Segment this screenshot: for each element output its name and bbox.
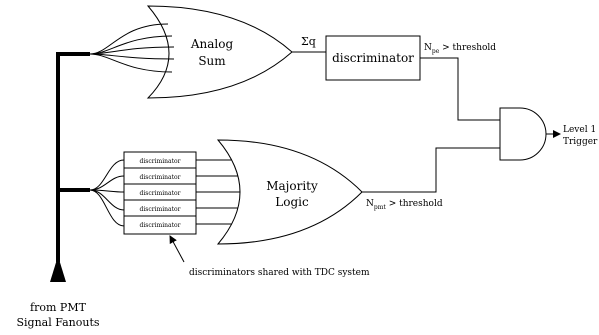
discriminator-output-lines bbox=[196, 159, 240, 225]
small-discriminator-5: discriminator bbox=[140, 222, 181, 229]
npe-threshold-label: Npe > threshold bbox=[424, 43, 496, 55]
npe-output-line bbox=[420, 57, 500, 121]
small-discriminator-4: discriminator bbox=[140, 206, 181, 213]
sum-symbol-label: Σq bbox=[301, 35, 316, 48]
and-gate bbox=[499, 107, 547, 161]
lower-fan-lines bbox=[89, 159, 125, 227]
npmt-subscript: pmt bbox=[374, 204, 387, 211]
npmt-n: N bbox=[366, 199, 374, 209]
npe-rest: > threshold bbox=[439, 43, 496, 53]
shared-note-arrow bbox=[169, 235, 185, 263]
shared-note-label: discriminators shared with TDC system bbox=[189, 268, 370, 278]
source-label-line2: Signal Fanouts bbox=[16, 316, 99, 329]
majority-logic-line1: Majority bbox=[266, 179, 318, 193]
small-discriminator-1: discriminator bbox=[140, 158, 181, 165]
upper-fan-lines bbox=[89, 23, 175, 73]
level1-trigger-line2: Trigger bbox=[563, 137, 598, 147]
small-discriminator-3: discriminator bbox=[140, 190, 181, 197]
discriminator-box-label: discriminator bbox=[332, 51, 414, 65]
discriminator-stack: discriminator discriminator discriminato… bbox=[123, 151, 197, 235]
input-arrowhead bbox=[50, 256, 66, 282]
npe-subscript: pe bbox=[432, 48, 440, 55]
analog-sum-label-line1: Analog bbox=[190, 37, 234, 51]
npmt-threshold-label: Npmt > threshold bbox=[366, 199, 443, 211]
npmt-output-line bbox=[362, 147, 500, 193]
source-label-line1: from PMT bbox=[30, 301, 87, 314]
small-discriminator-2: discriminator bbox=[140, 174, 181, 181]
analog-sum-label-line2: Sum bbox=[198, 54, 226, 68]
majority-logic-gate bbox=[216, 139, 363, 245]
majority-logic-line2: Logic bbox=[275, 195, 309, 209]
npmt-rest: > threshold bbox=[386, 199, 443, 209]
npe-n: N bbox=[424, 43, 432, 53]
level1-trigger-line1: Level 1 bbox=[563, 125, 596, 135]
pmt-trunk bbox=[50, 52, 90, 282]
analog-sum-gate bbox=[146, 5, 293, 99]
